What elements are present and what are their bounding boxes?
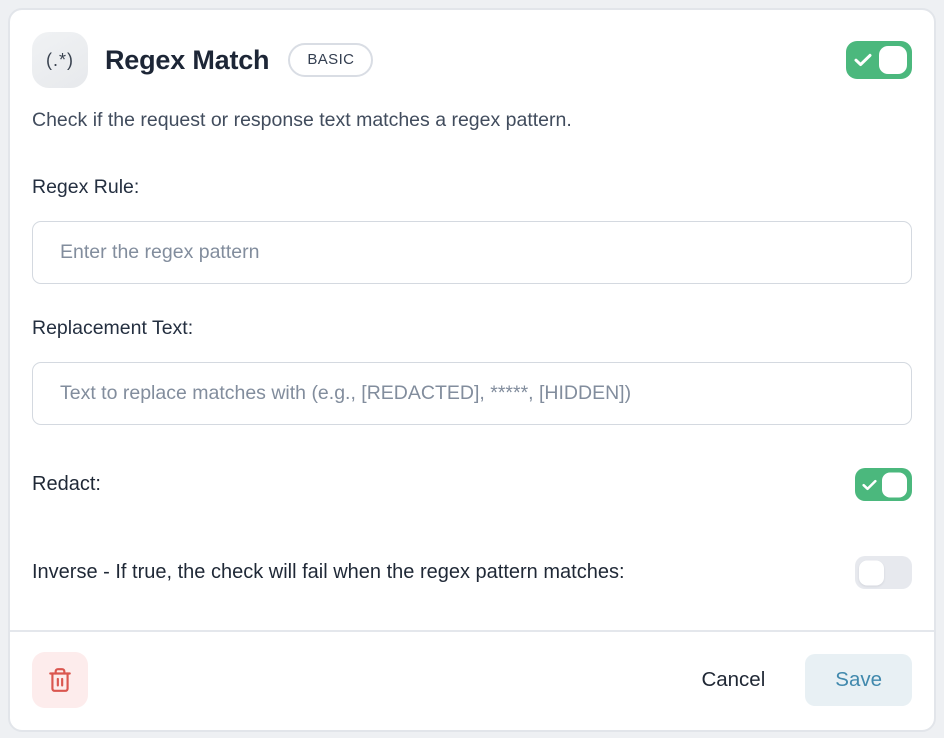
trash-icon xyxy=(47,667,73,693)
card-description: Check if the request or response text ma… xyxy=(32,109,572,131)
toggle-knob xyxy=(859,560,884,585)
check-icon xyxy=(854,53,872,67)
inverse-row: Inverse - If true, the check will fail w… xyxy=(32,556,912,589)
cancel-button[interactable]: Cancel xyxy=(683,656,783,704)
redact-label: Redact: xyxy=(32,473,101,495)
inverse-toggle[interactable] xyxy=(855,556,912,589)
card-body: (.*) Regex Match BASIC Check if the requ… xyxy=(10,10,934,630)
card-footer: Cancel Save xyxy=(10,630,934,730)
redact-toggle[interactable] xyxy=(855,468,912,501)
page-title: Regex Match xyxy=(105,44,270,75)
toggle-knob xyxy=(882,472,907,497)
delete-button[interactable] xyxy=(32,652,88,708)
redact-row: Redact: xyxy=(32,468,912,501)
regex-rule-input[interactable] xyxy=(32,221,912,284)
replacement-text-input[interactable] xyxy=(32,362,912,425)
card-header: (.*) Regex Match BASIC xyxy=(32,32,912,88)
regex-icon-glyph: (.*) xyxy=(46,49,74,70)
regex-icon: (.*) xyxy=(32,32,88,88)
toggle-knob xyxy=(879,46,907,74)
basic-badge: BASIC xyxy=(288,43,374,77)
enabled-toggle[interactable] xyxy=(846,41,912,79)
check-icon xyxy=(862,479,877,491)
replacement-text-label: Replacement Text: xyxy=(32,317,194,339)
regex-rule-label: Regex Rule: xyxy=(32,176,140,198)
inverse-label: Inverse - If true, the check will fail w… xyxy=(32,561,625,583)
save-button[interactable]: Save xyxy=(805,654,912,706)
regex-match-card: (.*) Regex Match BASIC Check if the requ… xyxy=(8,8,936,732)
